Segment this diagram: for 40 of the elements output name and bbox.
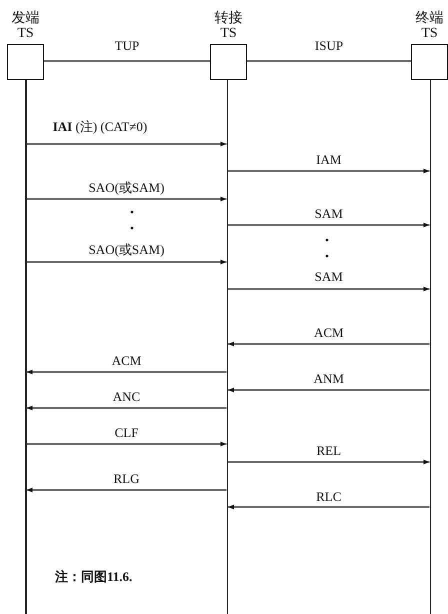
note-text: 注：同图11.6.: [55, 568, 132, 586]
message-arrow: [26, 142, 226, 146]
message-arrow: [26, 370, 226, 374]
message-arrow: [26, 442, 226, 446]
message-arrow: [26, 406, 226, 410]
message-arrow: [228, 504, 430, 510]
message-arrow: [228, 222, 430, 228]
edge-label: ANC: [110, 389, 142, 404]
message-arrow: [228, 286, 430, 292]
box-heading: 终端: [416, 12, 444, 26]
box-heading: 转接: [214, 12, 242, 26]
edge-label: CLF: [112, 425, 140, 440]
edge-label: RLC: [314, 489, 344, 504]
link-line: [44, 60, 210, 62]
lifeline: [430, 80, 431, 614]
edge-label: ACM: [312, 325, 346, 340]
link-line: [247, 60, 411, 62]
edge-label: ACM: [110, 353, 144, 368]
message-arrow: [228, 168, 430, 174]
edge-label: SAM: [312, 269, 345, 284]
lifeline: [226, 80, 228, 614]
edge-label: ANM: [312, 371, 346, 386]
edge-label: SAO(或SAM): [86, 180, 166, 195]
lifeline: [25, 80, 26, 614]
box-heading: TS: [220, 27, 237, 41]
message-arrow: [228, 342, 430, 346]
edge-label: IAI (注) (CAT≠0): [50, 119, 150, 134]
message-arrow: [228, 460, 430, 464]
message-arrow: [26, 488, 226, 492]
message-arrow: [228, 388, 430, 392]
edge-label: ISUP: [312, 38, 346, 53]
message-arrow: [26, 196, 226, 202]
edge-label: IAM: [314, 152, 344, 167]
edge-label: SAO(或SAM): [86, 242, 166, 257]
edge-label: SAM: [312, 206, 345, 221]
box-heading: TS: [17, 27, 34, 41]
box-heading: 发端: [12, 12, 40, 26]
message-arrow: [26, 260, 226, 264]
edge-label: RLG: [112, 471, 142, 486]
box-heading: TS: [421, 27, 438, 41]
